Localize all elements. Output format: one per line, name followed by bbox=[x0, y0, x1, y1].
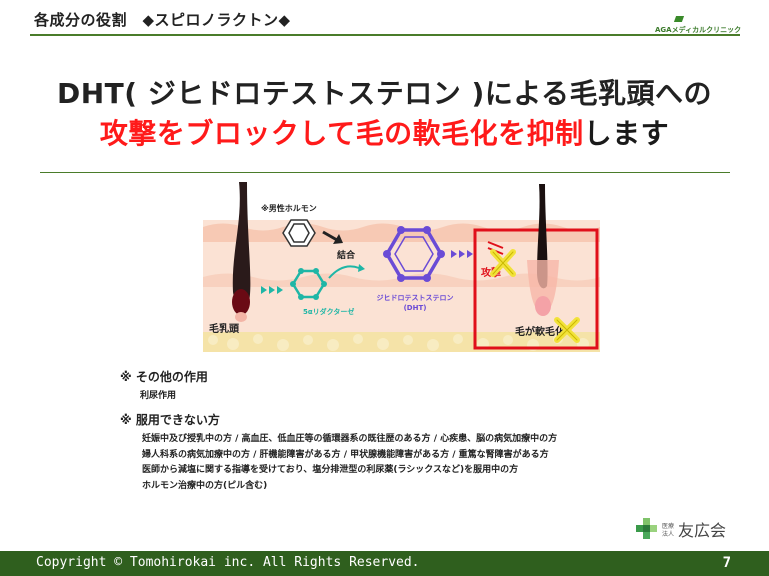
papilla-label: 毛乳頭 bbox=[209, 322, 240, 335]
title-divider bbox=[40, 172, 730, 173]
thick-hair bbox=[232, 182, 251, 308]
contraindication-line: 妊娠中及び授乳中の方 / 高血圧、低血圧等の循環器系の既往歴のある方 / 心疾患… bbox=[142, 434, 558, 444]
enzyme-label: 5αリダクターゼ bbox=[303, 307, 354, 316]
headline-suffix: します bbox=[583, 117, 670, 150]
copyright-text: Copyright © Tomohirokai inc. All Rights … bbox=[36, 555, 420, 570]
contraindications-heading: ※ 服用できない方 bbox=[120, 413, 220, 427]
logo-small-2: 法人 bbox=[662, 530, 674, 538]
contraindication-line: 医師から減塩に関する指導を受けており、塩分排泄型の利尿薬(ラシックスなど)を服用… bbox=[142, 465, 519, 475]
section-title: 各成分の役割 ◆スピロノラクトン◆ bbox=[34, 11, 291, 29]
notes-section: ※ その他の作用 利尿作用 ※ 服用できない方 妊娠中及び授乳中の方 / 高血圧… bbox=[120, 368, 557, 494]
attack-arrows-icon bbox=[451, 250, 473, 258]
contraindication-line: ホルモン治療中の方(ピル含む) bbox=[142, 480, 268, 491]
organization-logo: 医療 法人 友広会 bbox=[636, 518, 726, 540]
other-effects-heading: ※ その他の作用 bbox=[120, 370, 208, 384]
dht-label-2: (DHT) bbox=[404, 304, 427, 312]
cross-logo-icon bbox=[636, 518, 657, 539]
bond-label: 結合 bbox=[337, 249, 356, 261]
vellus-label: 毛が軟毛化 bbox=[515, 325, 565, 338]
brand-mini-text: AGAメディカルクリニック bbox=[655, 26, 742, 34]
footer-bar: Copyright © Tomohirokai inc. All Rights … bbox=[0, 551, 769, 576]
contraindication-line: 婦人科系の病気加療中の方 / 肝機能障害がある方 / 甲状腺機能障害がある方 /… bbox=[142, 449, 549, 460]
hormone-hexagon-icon bbox=[282, 219, 316, 247]
block-x-icon-2 bbox=[554, 317, 580, 343]
headline-line-1: DHT( ジヒドロテストステロン )による毛乳頭への bbox=[56, 77, 713, 110]
other-effects-item: 利尿作用 bbox=[140, 391, 177, 401]
headline-line-2: 攻撃をブロックして毛の軟毛化を抑制します bbox=[0, 112, 769, 152]
brand-mini-label: AGAメディカルクリニック bbox=[655, 16, 741, 35]
dht-label-1: ジヒドロテストステロン bbox=[377, 294, 454, 302]
block-x-icon bbox=[490, 249, 516, 277]
blocked-area-frame bbox=[473, 228, 599, 350]
contraindications-list: 妊娠中及び授乳中の方 / 高血圧、低血圧等の循環器系の既往歴のある方 / 心疾患… bbox=[142, 432, 557, 494]
header-divider bbox=[30, 34, 740, 36]
hair-bulb bbox=[232, 289, 250, 315]
logo-name: 友広会 bbox=[678, 521, 726, 540]
conversion-arrows-icon bbox=[261, 286, 283, 294]
dht-mechanism-diagram: 5αリダクターゼ ※男性ホルモン 結合 ジヒドロテストステロン (DHT) 攻撃… bbox=[203, 182, 600, 352]
hormone-label: ※男性ホルモン bbox=[261, 203, 317, 213]
page-number: 7 bbox=[722, 555, 731, 571]
brand-mark-icon bbox=[673, 16, 685, 22]
header-bar: 各成分の役割 ◆スピロノラクトン◆ AGAメディカルクリニック bbox=[0, 0, 769, 40]
headline-emphasis: 攻撃をブロックして毛の軟毛化を抑制 bbox=[99, 117, 584, 150]
logo-small-1: 医療 bbox=[662, 522, 674, 530]
